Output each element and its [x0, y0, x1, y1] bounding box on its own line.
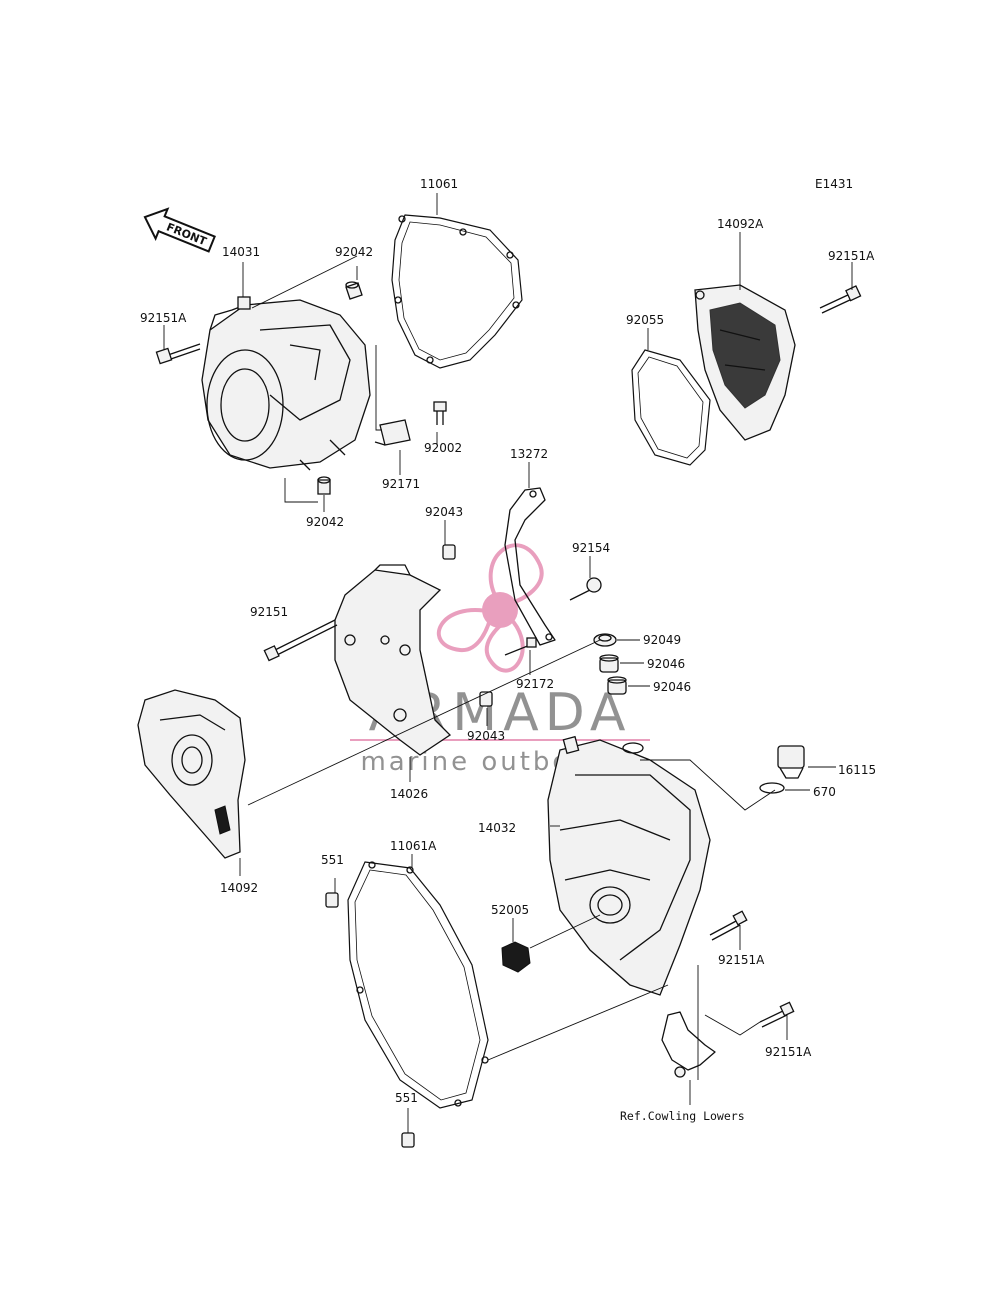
part-14092-sprocket-cover[interactable] — [137, 689, 246, 859]
label-92049: 92049 — [643, 633, 681, 647]
label-92055: 92055 — [626, 313, 664, 327]
part-11061A-gasket[interactable] — [347, 861, 489, 1109]
part-92042-dowel-pin-top[interactable] — [345, 281, 363, 300]
label-13272: 13272 — [510, 447, 548, 461]
label-92151A-left: 92151A — [140, 311, 187, 325]
part-92002-bolt[interactable] — [433, 401, 447, 425]
part-551-dowel-bottom[interactable] — [401, 1132, 415, 1148]
part-92172-bolt[interactable] — [504, 637, 537, 656]
part-14032-clutch-cover[interactable] — [547, 735, 711, 996]
part-92043-dowel-bottom[interactable] — [479, 691, 493, 707]
label-92042-top: 92042 — [335, 245, 373, 259]
label-14026: 14026 — [390, 787, 428, 801]
label-92043-top: 92043 — [425, 505, 463, 519]
part-52005-component[interactable] — [501, 941, 531, 973]
part-92046-bearing-a[interactable] — [599, 654, 619, 673]
part-92151A-bolt-left[interactable] — [155, 343, 201, 365]
part-92042-dowel-pin-bottom[interactable] — [317, 476, 331, 495]
leader-lines — [163, 193, 853, 1133]
part-14031-generator-cover[interactable] — [201, 296, 371, 471]
label-551-top: 551 — [321, 853, 344, 867]
part-92043-dowel-top[interactable] — [442, 544, 456, 560]
label-92002: 92002 — [424, 441, 462, 455]
label-14092: 14092 — [220, 881, 258, 895]
label-14031: 14031 — [222, 245, 260, 259]
label-11061A: 11061A — [390, 839, 437, 853]
part-13272-bracket[interactable] — [504, 487, 556, 646]
part-14026-cover[interactable] — [334, 564, 452, 756]
label-92172: 92172 — [516, 677, 554, 691]
part-551-dowel-top[interactable] — [325, 892, 339, 908]
label-14032: 14032 — [478, 821, 516, 835]
watermark-propeller-icon — [436, 543, 544, 673]
label-11061: 11061 — [420, 177, 458, 191]
part-92151A-bolt-right[interactable] — [819, 285, 862, 314]
part-92154-bolt[interactable] — [569, 577, 602, 601]
part-92171-clamp[interactable] — [374, 419, 411, 446]
label-92043-bottom: 92043 — [467, 729, 505, 743]
part-16115-oil-filler-cap[interactable] — [777, 745, 805, 779]
label-52005: 52005 — [491, 903, 529, 917]
part-labels: 11061 92042 14031 92151A 92002 92171 920… — [140, 177, 876, 1123]
label-92151: 92151 — [250, 605, 288, 619]
part-14092A-cover[interactable] — [694, 284, 796, 441]
label-92154: 92154 — [572, 541, 610, 555]
label-551-bottom: 551 — [395, 1091, 418, 1105]
label-92171: 92171 — [382, 477, 420, 491]
part-92055-gasket[interactable] — [631, 349, 711, 466]
label-92046-a: 92046 — [647, 657, 685, 671]
label-92042-bottom: 92042 — [306, 515, 344, 529]
label-92151A-low: 92151A — [765, 1045, 812, 1059]
label-92046-b: 92046 — [653, 680, 691, 694]
part-670-o-ring[interactable] — [759, 782, 785, 794]
part-11061-gasket[interactable] — [391, 214, 523, 369]
part-92151-bolt[interactable] — [263, 619, 338, 662]
part-cowling-lower-bracket[interactable] — [661, 1011, 716, 1078]
part-92049-oil-seal[interactable] — [593, 633, 617, 647]
part-92151A-bolt-mid[interactable] — [709, 910, 748, 941]
label-16115: 16115 — [838, 763, 876, 777]
part-92151A-bolt-low[interactable] — [759, 1001, 795, 1028]
reference-note: Ref.Cowling Lowers — [620, 1109, 745, 1123]
diagram-code: E1431 — [815, 177, 853, 191]
front-direction-arrow: FRONT — [143, 207, 216, 253]
part-92046-bearing-b[interactable] — [607, 676, 627, 695]
label-670: 670 — [813, 785, 836, 799]
label-92151A-right: 92151A — [828, 249, 875, 263]
label-14092A: 14092A — [717, 217, 764, 231]
label-92151A-mid: 92151A — [718, 953, 765, 967]
